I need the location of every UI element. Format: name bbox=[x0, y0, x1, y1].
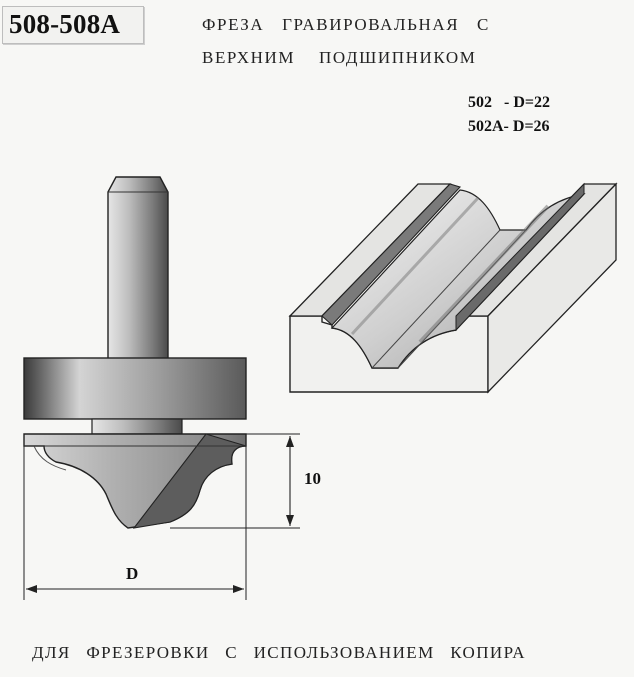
workpiece-right-end bbox=[487, 182, 617, 394]
bearing bbox=[23, 357, 247, 420]
workpiece-inner-step bbox=[321, 183, 462, 326]
product-code-box: 508-508A bbox=[2, 6, 144, 44]
spec-line-502a: 502A- D=26 bbox=[468, 118, 550, 135]
spacer bbox=[91, 418, 183, 435]
cutting-edge bbox=[132, 433, 247, 529]
spec-line-502: 502 - D=22 bbox=[468, 94, 550, 111]
title-line-1: ФРЕЗА ГРАВИРОВАЛЬНАЯ С bbox=[202, 15, 490, 34]
footer-caption: ДЛЯ ФРЕЗЕРОВКИ С ИСПОЛЬЗОВАНИЕМ КОПИРА bbox=[32, 643, 526, 662]
height-label: 10 bbox=[304, 469, 321, 488]
router-bit bbox=[23, 176, 247, 529]
title-line-2: ВЕРХНИМ ПОДШИПНИКОМ bbox=[202, 48, 477, 67]
product-code: 508-508A bbox=[9, 9, 121, 39]
dimension-height: 10 bbox=[170, 433, 321, 529]
shank bbox=[107, 176, 169, 361]
diameter-label: D bbox=[126, 564, 138, 583]
dimension-diameter: D bbox=[23, 446, 247, 600]
workpiece bbox=[288, 182, 618, 394]
